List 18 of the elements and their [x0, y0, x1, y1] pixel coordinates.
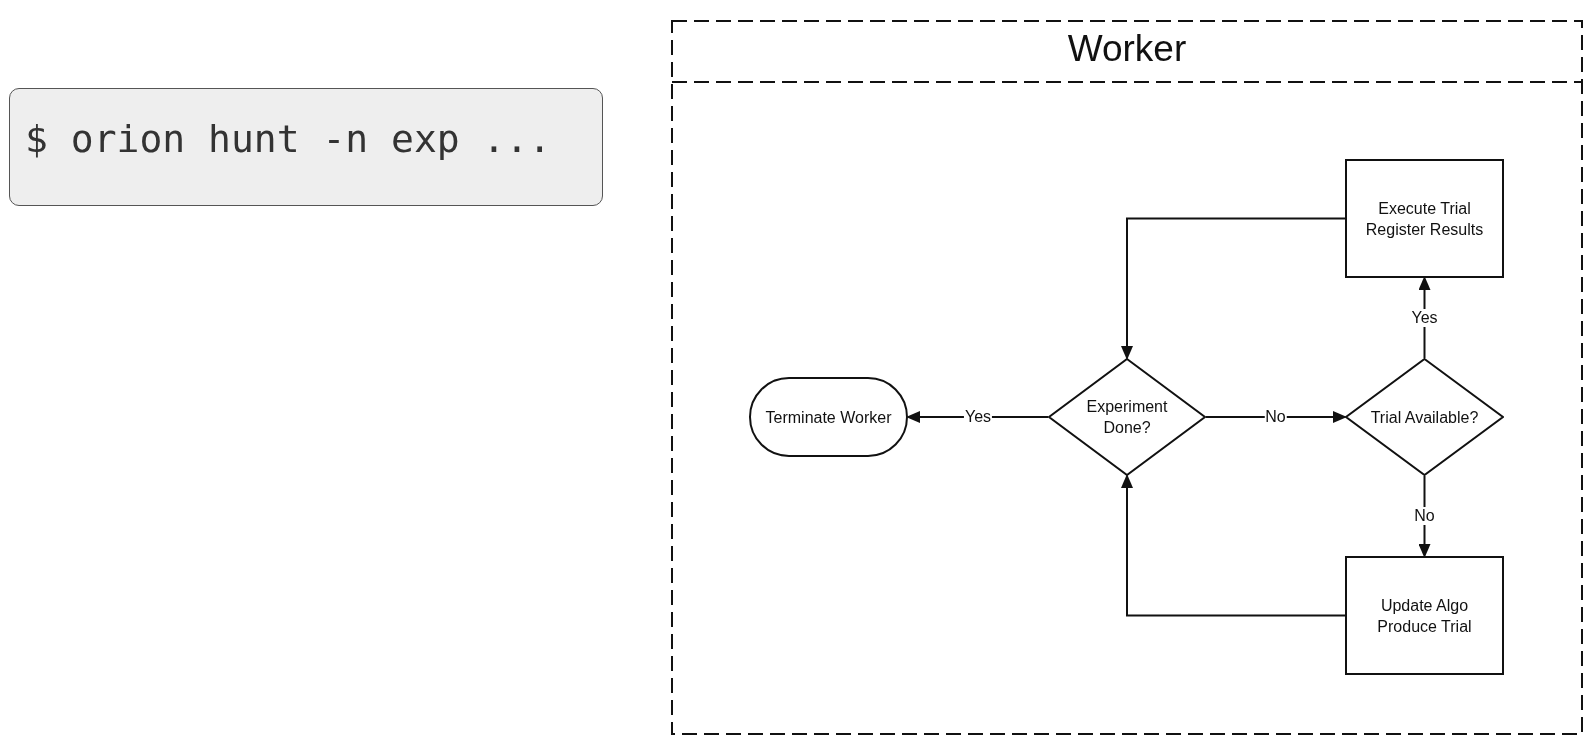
command-text: $ orion hunt -n exp ... [25, 117, 552, 161]
node-text: Trial Available? [1370, 407, 1479, 428]
process-box [1345, 159, 1504, 278]
edge-label: Yes [1410, 309, 1439, 327]
decision-diamond [1048, 358, 1206, 476]
container-title: Worker [1067, 28, 1187, 70]
node-text: Experiment Done? [1085, 397, 1169, 438]
arrow [1121, 217, 1346, 360]
decision-diamond [1345, 358, 1504, 476]
node-text: Update Algo Produce Trial [1376, 595, 1473, 637]
node-text: Terminate Worker [765, 407, 892, 428]
edge-label: No [1413, 507, 1436, 525]
node-text: Execute Trial Register Results [1364, 198, 1485, 240]
arrow [1121, 474, 1346, 617]
dashed-container [671, 20, 1583, 735]
process-box [1345, 556, 1504, 675]
command-box [9, 88, 603, 206]
arrow [1205, 411, 1347, 423]
